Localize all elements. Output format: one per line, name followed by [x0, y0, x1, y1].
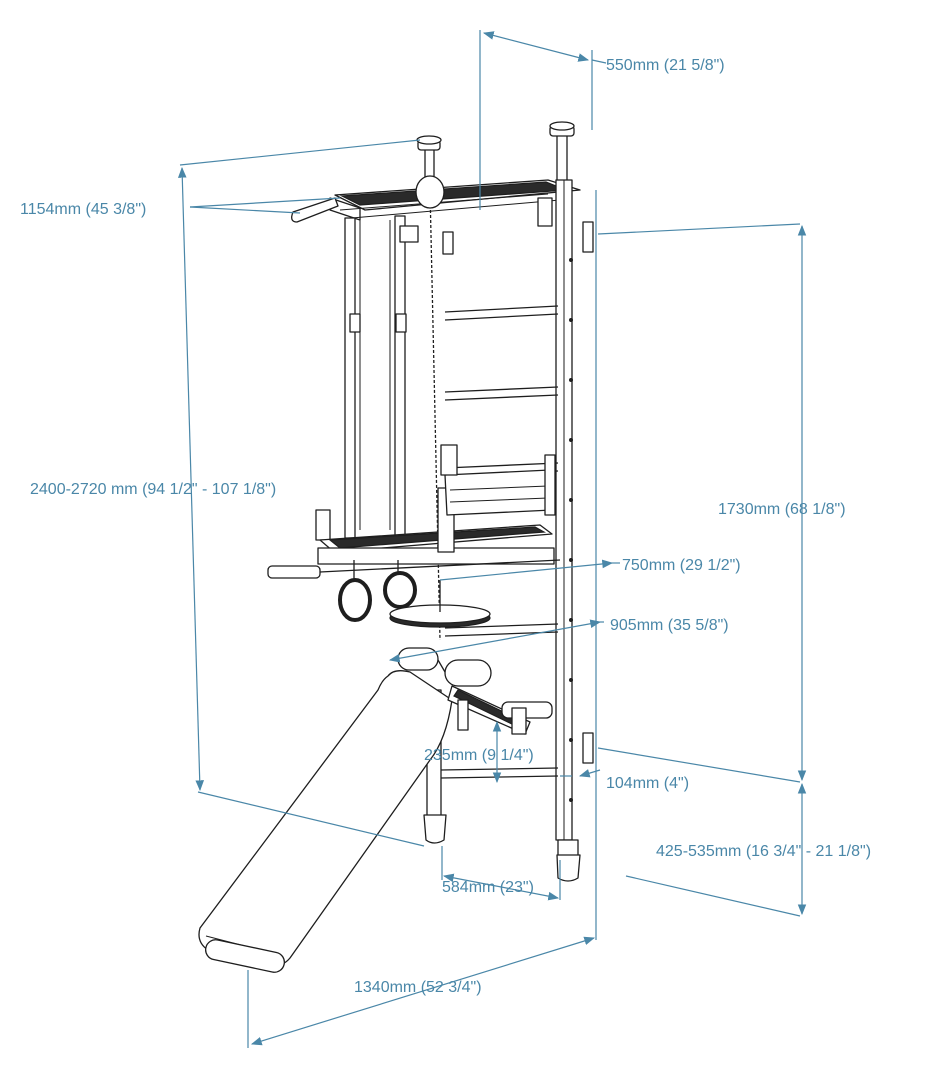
- support-frame: [440, 444, 556, 516]
- dimension-labels: 550mm (21 5/8") 1154mm (45 3/8") 2400-27…: [20, 57, 871, 996]
- label-depth-top: 550mm (21 5/8"): [606, 57, 725, 74]
- label-ladder-offset: 104mm (4"): [606, 775, 689, 792]
- label-base-width: 584mm (23"): [442, 879, 534, 896]
- label-bench-length: 1340mm (52 3/4"): [354, 979, 482, 996]
- incline-bench: [198, 670, 553, 973]
- label-bench-support-depth: 905mm (35 5/8"): [610, 617, 729, 634]
- wall-brackets: [442, 197, 594, 764]
- label-bottom-height: 425-535mm (16 3/4" - 21 1/8"): [656, 843, 871, 860]
- label-bar-width: 1154mm (45 3/8"): [20, 201, 146, 218]
- wall-bars-equipment: [198, 121, 594, 973]
- ceiling-post-left: [416, 135, 442, 190]
- label-ladder-height: 1730mm (68 1/8"): [718, 501, 846, 518]
- cable-station: [315, 215, 419, 541]
- pull-up-handle: [291, 197, 339, 223]
- label-total-height: 2400-2720 mm (94 1/2" - 107 1/8"): [30, 481, 276, 498]
- gymnastic-rings: [338, 560, 417, 622]
- label-step-distance: 235mm (9 1/4"): [424, 747, 534, 764]
- dimension-lines: [177, 30, 807, 1048]
- weight-plate: [389, 580, 491, 628]
- ceiling-post-right: [549, 121, 575, 180]
- climbing-rope: [415, 175, 445, 641]
- label-dip-bar-depth: 750mm (29 1/2"): [622, 557, 741, 574]
- main-upright: [555, 179, 581, 882]
- dip-bars: [267, 487, 561, 579]
